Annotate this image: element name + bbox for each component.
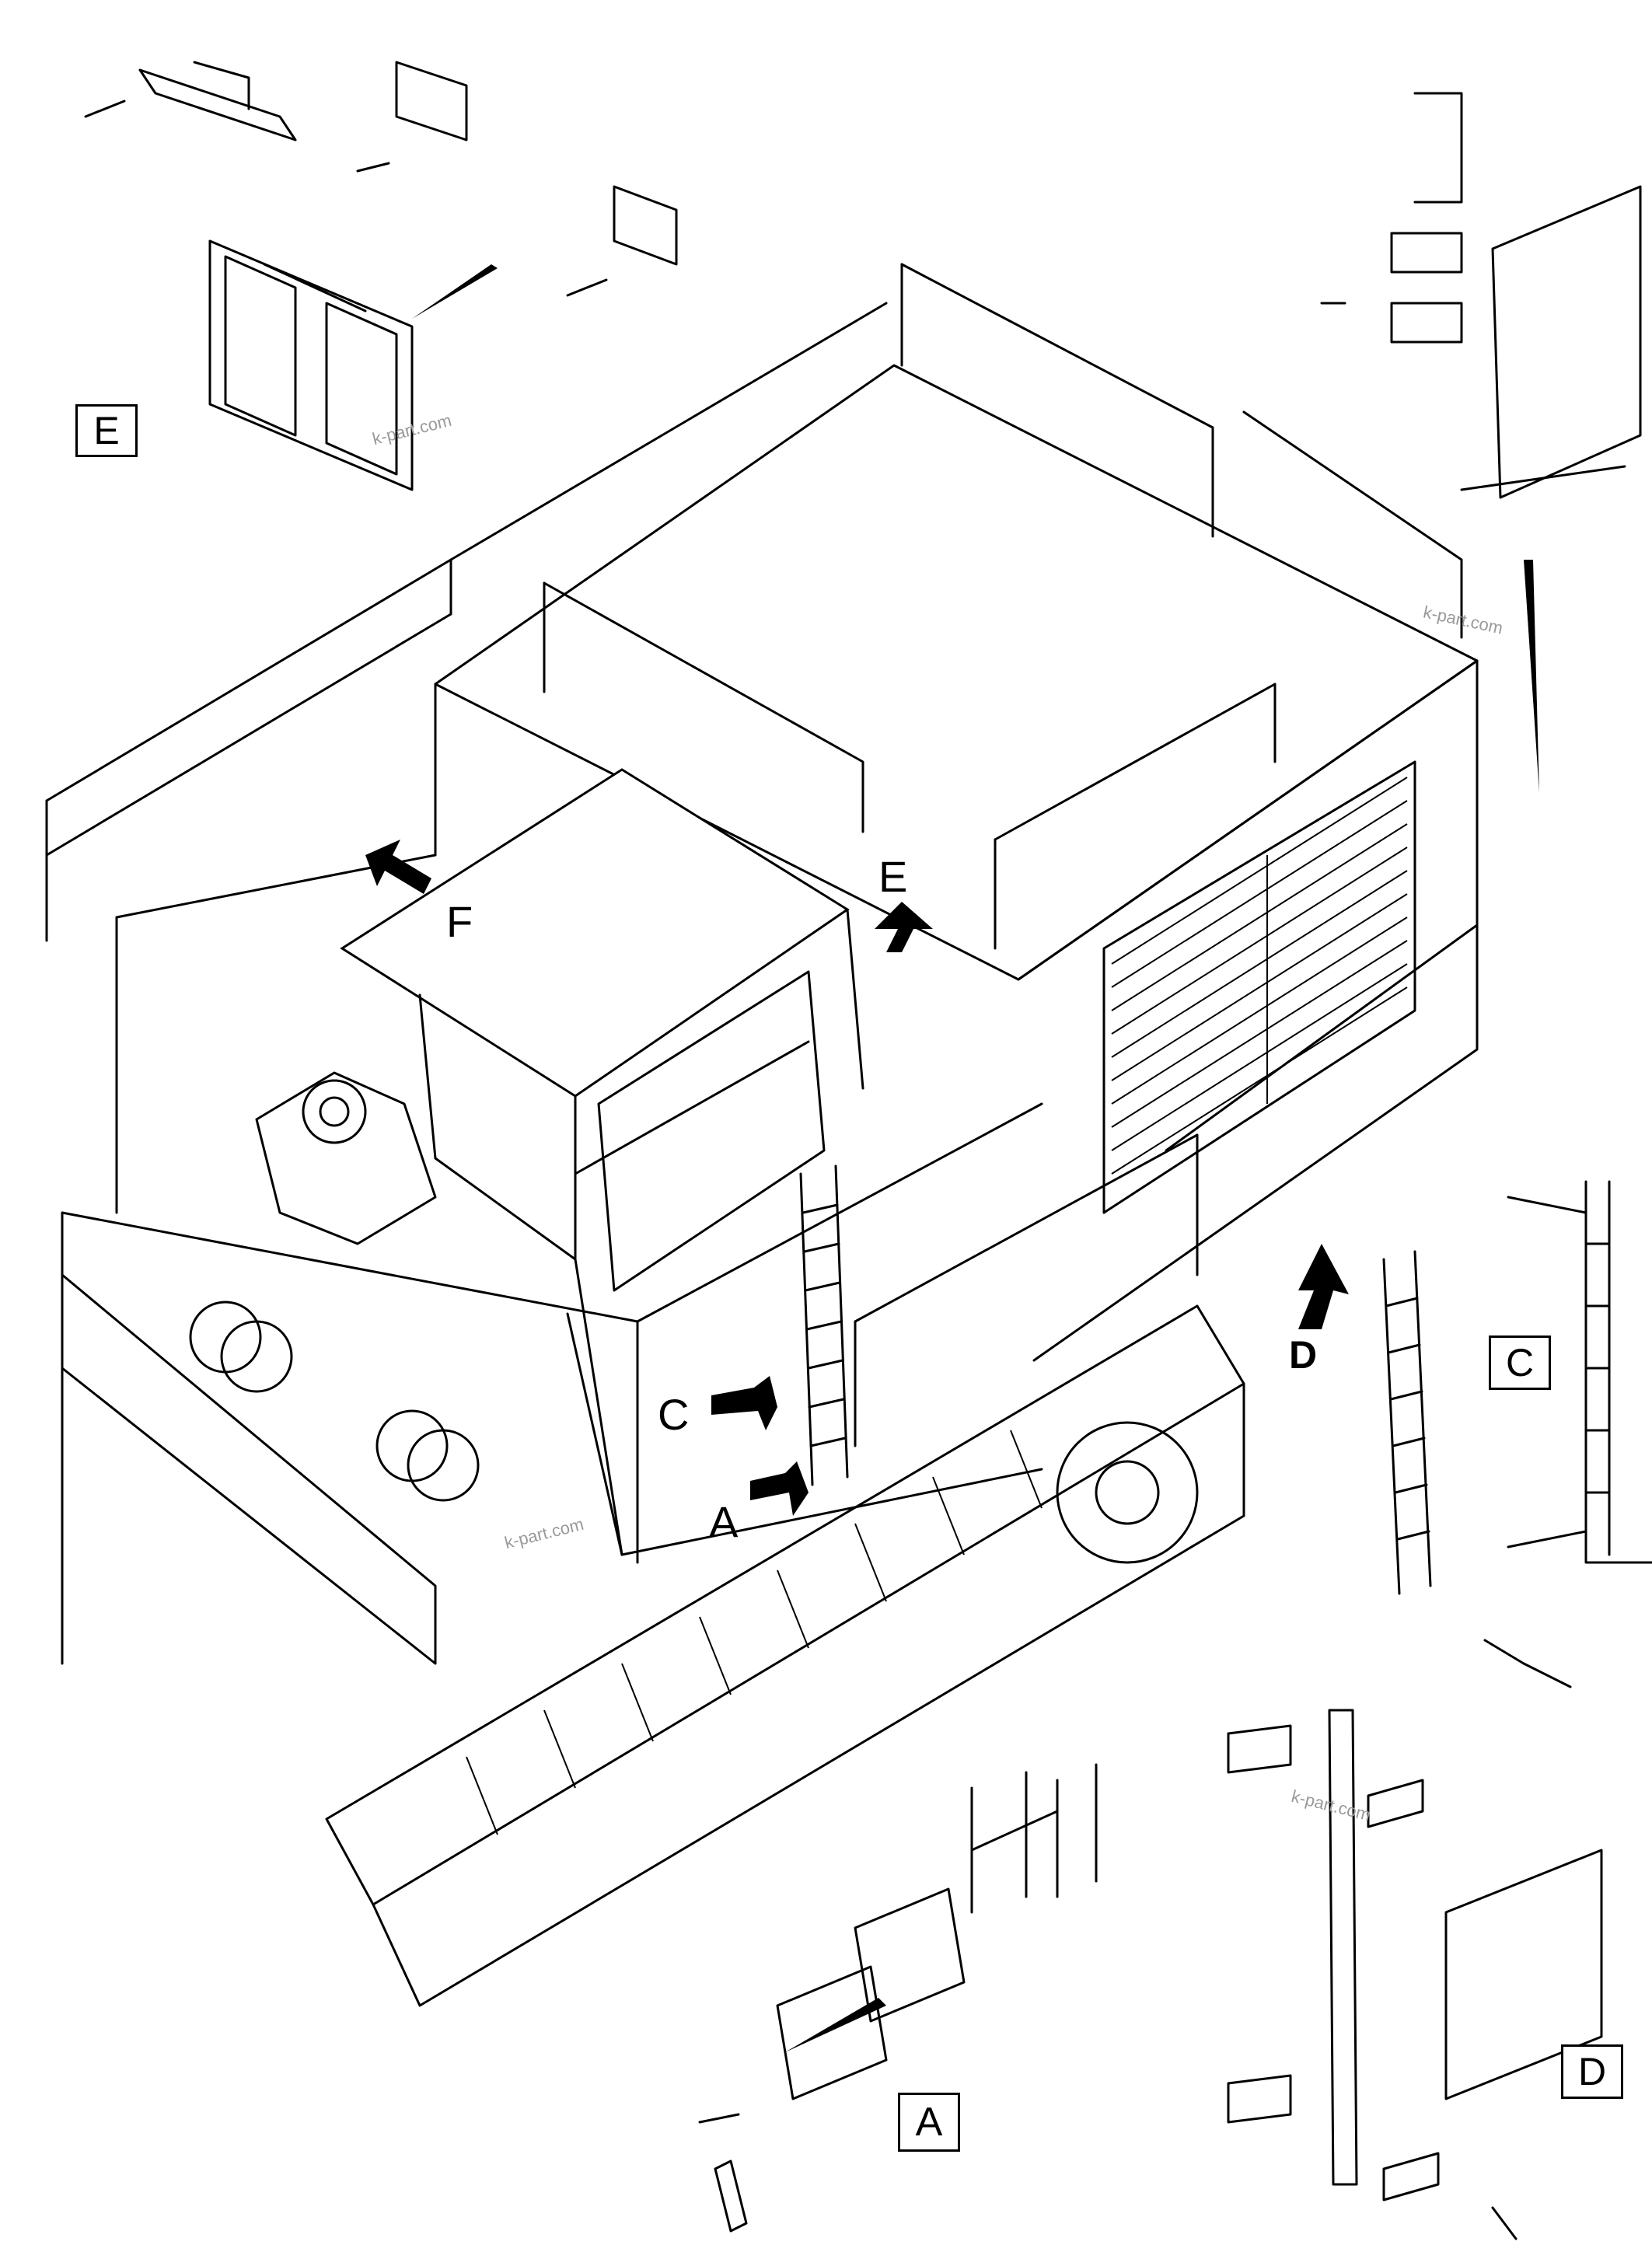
arrow-a bbox=[750, 1461, 809, 1516]
callout-arrows bbox=[365, 840, 1349, 1516]
detail-e-pointer bbox=[412, 264, 498, 319]
box-label-d: D bbox=[1561, 2044, 1623, 2099]
arrow-label-f: F bbox=[446, 897, 473, 946]
detail-d-pointer bbox=[1524, 560, 1539, 793]
arrow-label-a: A bbox=[709, 1497, 739, 1546]
arrow-f bbox=[365, 840, 431, 894]
crawler-tracks bbox=[61, 1273, 1245, 2007]
arrow-label-c: C bbox=[658, 1390, 690, 1439]
detail-d-top-parts bbox=[1320, 92, 1642, 499]
handrails bbox=[45, 263, 1479, 1447]
arrow-c bbox=[711, 1376, 777, 1430]
excavator-body bbox=[61, 364, 1479, 1665]
box-label-e: E bbox=[75, 404, 138, 457]
access-ladder bbox=[799, 1164, 849, 1486]
arrow-label-d: D bbox=[1289, 1333, 1318, 1377]
detail-d-bottom-parts bbox=[1227, 1709, 1603, 2240]
arrow-d bbox=[1298, 1244, 1349, 1329]
arrow-e bbox=[875, 902, 933, 952]
operator-cab bbox=[340, 768, 1043, 1556]
arrow-label-e: E bbox=[878, 852, 908, 901]
box-label-a: A bbox=[898, 2093, 960, 2152]
detail-a-pointer bbox=[785, 1998, 886, 2052]
detail-c-ladder bbox=[1382, 1180, 1652, 1688]
detail-e-parts bbox=[84, 61, 678, 491]
detail-a-parts bbox=[698, 1763, 1098, 2233]
box-label-c: C bbox=[1489, 1335, 1551, 1390]
